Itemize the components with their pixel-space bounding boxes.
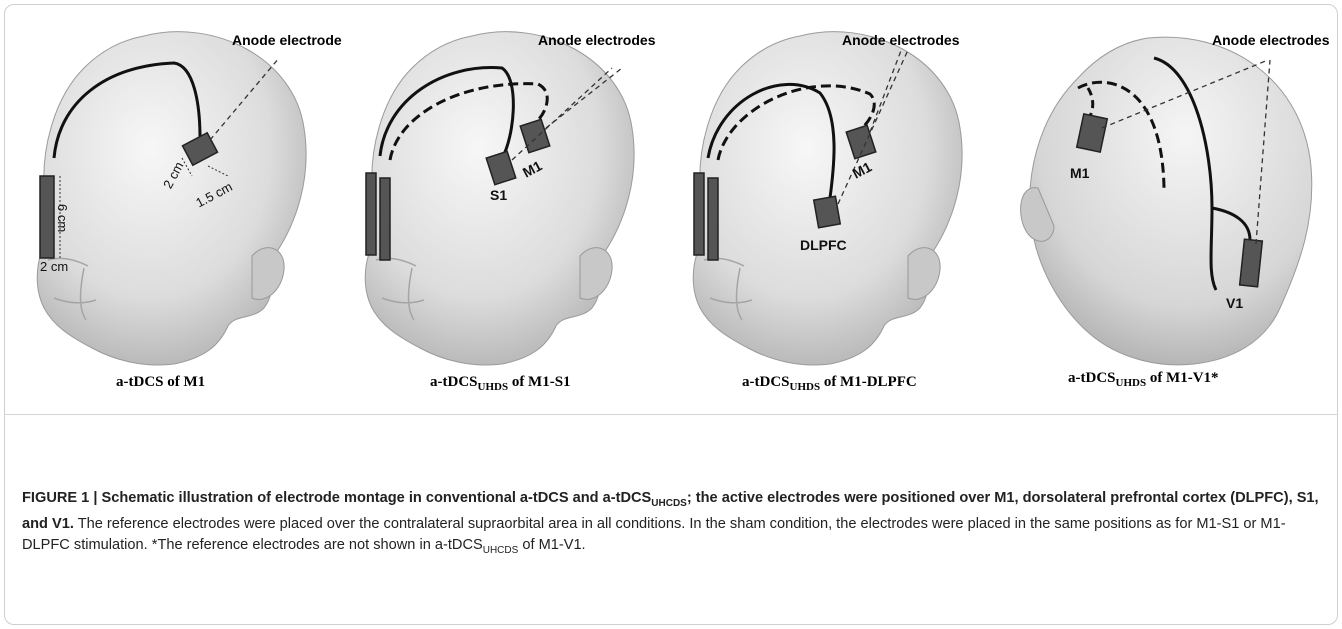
electrode-dlpfc xyxy=(814,196,841,227)
reference-electrode xyxy=(40,176,54,258)
panel-m1-dlpfc: M1 DLPFC Anode electrodes a-tDCSUHDS of … xyxy=(670,8,990,408)
electrode-label-v1: V1 xyxy=(1226,295,1243,311)
panel-m1-v1: M1 V1 Anode electrodes a-tDCSUHDS of M1-… xyxy=(998,8,1334,408)
dimension-ref-width-label: 2 cm xyxy=(40,259,68,274)
electrode-label-m1: M1 xyxy=(1070,165,1090,181)
head-illustration: M1 DLPFC xyxy=(670,8,990,408)
panel-label: a-tDCSUHDS of M1-S1 xyxy=(430,374,571,393)
dimension-height-label: 6 cm xyxy=(55,204,70,232)
head-illustration: S1 M1 xyxy=(342,8,662,408)
anode-label: Anode electrodes xyxy=(1212,32,1329,48)
anode-label: Anode electrodes xyxy=(538,32,655,48)
panel-label: a-tDCS of M1 xyxy=(116,374,205,391)
panel-label: a-tDCSUHDS of M1-DLPFC xyxy=(742,374,917,393)
figure-caption-divider xyxy=(4,414,1338,415)
head-shape xyxy=(1030,37,1312,365)
anode-label: Anode electrodes xyxy=(842,32,959,48)
reference-electrode xyxy=(366,173,376,255)
figure-caption: FIGURE 1 | Schematic illustration of ele… xyxy=(22,488,1322,561)
panel-label: a-tDCSUHDS of M1-V1* xyxy=(1068,370,1219,389)
head-shape xyxy=(37,32,306,365)
panel-conventional-m1: 2 cm 1.5 cm 6 cm 2 cm Anode electrode a-… xyxy=(14,8,334,408)
ear xyxy=(580,248,612,300)
head-illustration: M1 V1 xyxy=(998,8,1334,408)
head-illustration: 2 cm 1.5 cm 6 cm 2 cm xyxy=(14,8,334,408)
ear xyxy=(908,248,940,300)
electrode-label-s1: S1 xyxy=(490,187,507,203)
reference-electrode-2 xyxy=(708,178,718,260)
ear xyxy=(252,248,284,300)
electrode-label-dlpfc: DLPFC xyxy=(800,237,847,253)
reference-electrode-2 xyxy=(380,178,390,260)
reference-electrode xyxy=(694,173,704,255)
electrode-v1 xyxy=(1240,239,1263,287)
anode-label: Anode electrode xyxy=(232,32,342,48)
panel-m1-s1: S1 M1 Anode electrodes a-tDCSUHDS of M1-… xyxy=(342,8,662,408)
